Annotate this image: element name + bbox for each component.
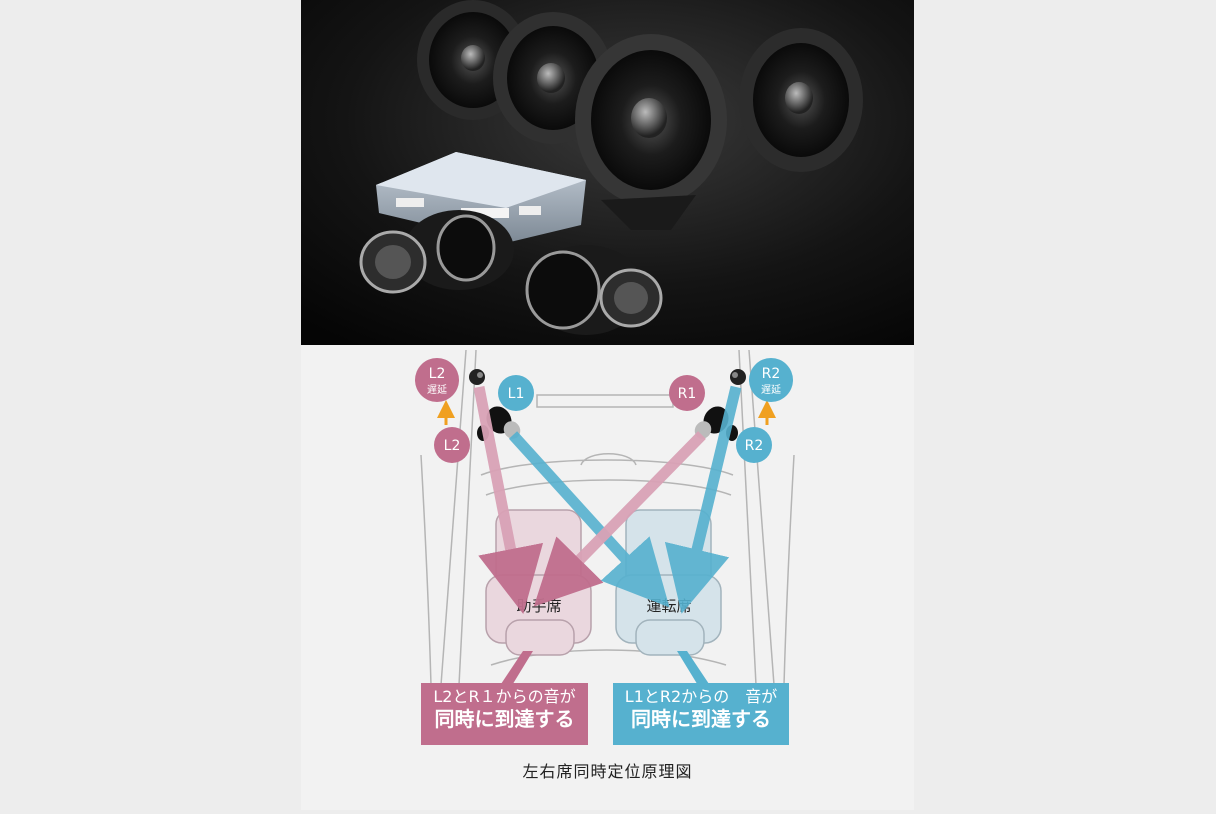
stereo-imaging-diagram: 助手席 運転席 <box>301 345 914 810</box>
callout-passenger-line2: 同時に到達する <box>434 707 575 731</box>
r2-to-driver-path <box>664 385 742 614</box>
badge-l2-delay: L2 遅延 <box>415 358 459 402</box>
callout-right-pointer <box>677 651 711 687</box>
tweeter-right <box>525 245 663 335</box>
svg-text:L1: L1 <box>508 386 525 402</box>
svg-text:R2: R2 <box>762 366 781 382</box>
badge-l2: L2 <box>434 427 470 463</box>
tweeter-left <box>359 210 514 294</box>
callout-driver: L1とR2からの 音が 同時に到達する <box>613 683 789 745</box>
passenger-seat-label: 助手席 <box>516 597 561 615</box>
speaker-photo-illustration <box>301 0 914 345</box>
r1-to-passenger-path <box>533 431 706 607</box>
l2-to-passenger-path <box>473 385 544 614</box>
callout-passenger-line1: L2とR１からの音が <box>433 687 576 706</box>
svg-text:L2: L2 <box>444 438 461 454</box>
callout-passenger: L2とR１からの音が 同時に到達する <box>421 683 588 745</box>
speaker-r2-icon <box>730 369 746 385</box>
svg-text:L2: L2 <box>429 366 446 382</box>
speaker-l2-icon <box>469 369 485 385</box>
woofer-back-right <box>739 28 863 172</box>
car-interior-diagram: 助手席 運転席 <box>415 349 795 687</box>
callout-left-pointer <box>499 651 533 687</box>
badge-r2: R2 <box>736 427 772 463</box>
diagram-caption: 左右席同時定位原理図 <box>522 762 693 781</box>
badge-r2-delay: R2 遅延 <box>749 358 793 402</box>
svg-text:遅延: 遅延 <box>761 384 781 396</box>
product-photo <box>301 0 914 345</box>
svg-text:遅延: 遅延 <box>427 384 447 396</box>
callout-driver-line2: 同時に到達する <box>631 707 771 731</box>
woofer-front <box>575 34 727 230</box>
badge-r1: R1 <box>669 375 705 411</box>
l1-to-driver-path <box>508 431 670 608</box>
callout-driver-line1: L1とR2からの 音が <box>624 687 778 706</box>
driver-seat-label: 運転席 <box>646 597 691 615</box>
svg-text:R2: R2 <box>745 438 764 454</box>
svg-text:R1: R1 <box>678 386 697 402</box>
badge-l1: L1 <box>498 375 534 411</box>
